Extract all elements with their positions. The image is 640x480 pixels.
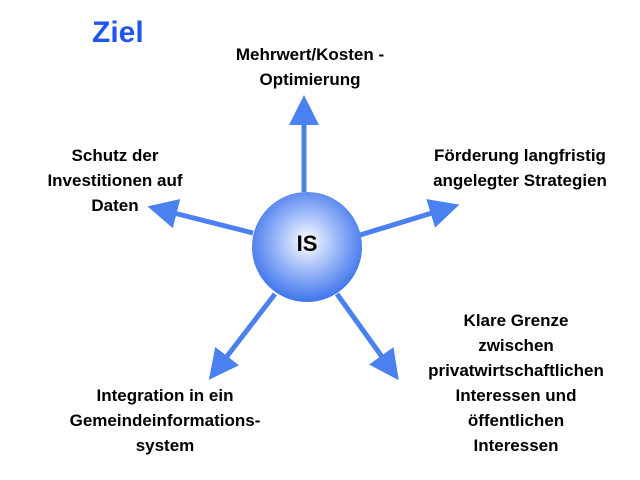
goal-cost-optimization: Mehrwert/Kosten - Optimierung	[210, 42, 410, 92]
goal-long-term-strategies: Förderung langfristig angelegter Strateg…	[410, 143, 630, 193]
goal-line: Interessen und	[455, 386, 577, 405]
goal-line: privatwirtschaftlichen	[428, 361, 604, 380]
goal-line: Integration in ein	[96, 386, 234, 405]
goal-line: Mehrwert/Kosten -	[235, 45, 385, 64]
arrow-right	[359, 199, 460, 238]
goal-line: Optimierung	[259, 70, 361, 89]
goal-integration: Integration in ein Gemeindeinformations-…	[40, 383, 290, 458]
center-label: IS	[296, 231, 318, 256]
goal-line: öffentlichen	[467, 411, 565, 430]
goal-line: Schutz der	[71, 146, 159, 165]
arrow-left	[147, 199, 254, 236]
goal-line: zwischen	[478, 336, 554, 355]
goal-line: system	[135, 436, 195, 455]
title: Ziel	[92, 16, 144, 49]
goal-line: Interessen	[473, 436, 559, 455]
center-sphere	[252, 192, 362, 302]
goal-line: Gemeindeinformations-	[69, 411, 261, 430]
goal-line: angelegter Strategien	[433, 171, 607, 190]
goal-line: Daten	[91, 196, 139, 215]
goal-clear-boundary: Klare Grenze zwischen privatwirtschaftli…	[400, 308, 632, 458]
arrow-down-right	[334, 292, 399, 381]
goal-line: Investitionen auf	[47, 171, 183, 190]
goal-line: Klare Grenze	[463, 311, 569, 330]
goal-data-investment-protection: Schutz der Investitionen auf Daten	[30, 143, 200, 218]
goal-line: Förderung langfristig	[434, 146, 606, 165]
arrow-down-left	[208, 292, 277, 380]
